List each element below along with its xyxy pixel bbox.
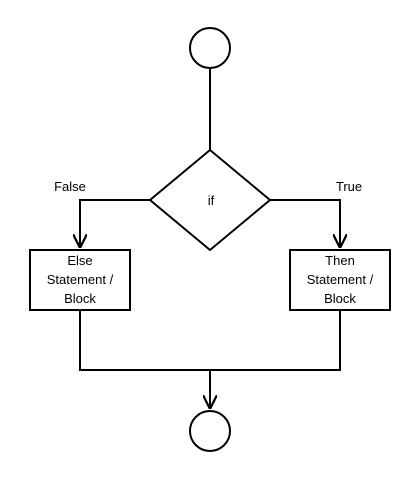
else-to-merge-connector [79, 310, 210, 371]
else-block [29, 249, 131, 311]
decision-diamond [148, 148, 272, 252]
end-node [189, 410, 231, 452]
then-to-merge-connector [210, 310, 341, 371]
start-node [189, 27, 231, 69]
else-block-line-3: Block [64, 291, 96, 306]
then-block-line-2: Statement / [307, 272, 374, 287]
false-branch-label: False [54, 179, 86, 194]
false-branch-connector [80, 199, 150, 248]
decision-label: if [208, 193, 215, 208]
true-branch-label: True [336, 179, 362, 194]
else-block-line-1: Else [67, 253, 92, 268]
true-branch-connector [270, 199, 340, 248]
else-block-line-2: Statement / [47, 272, 114, 287]
then-block-line-1: Then [325, 253, 355, 268]
then-block-line-3: Block [324, 291, 356, 306]
then-block [289, 249, 391, 311]
